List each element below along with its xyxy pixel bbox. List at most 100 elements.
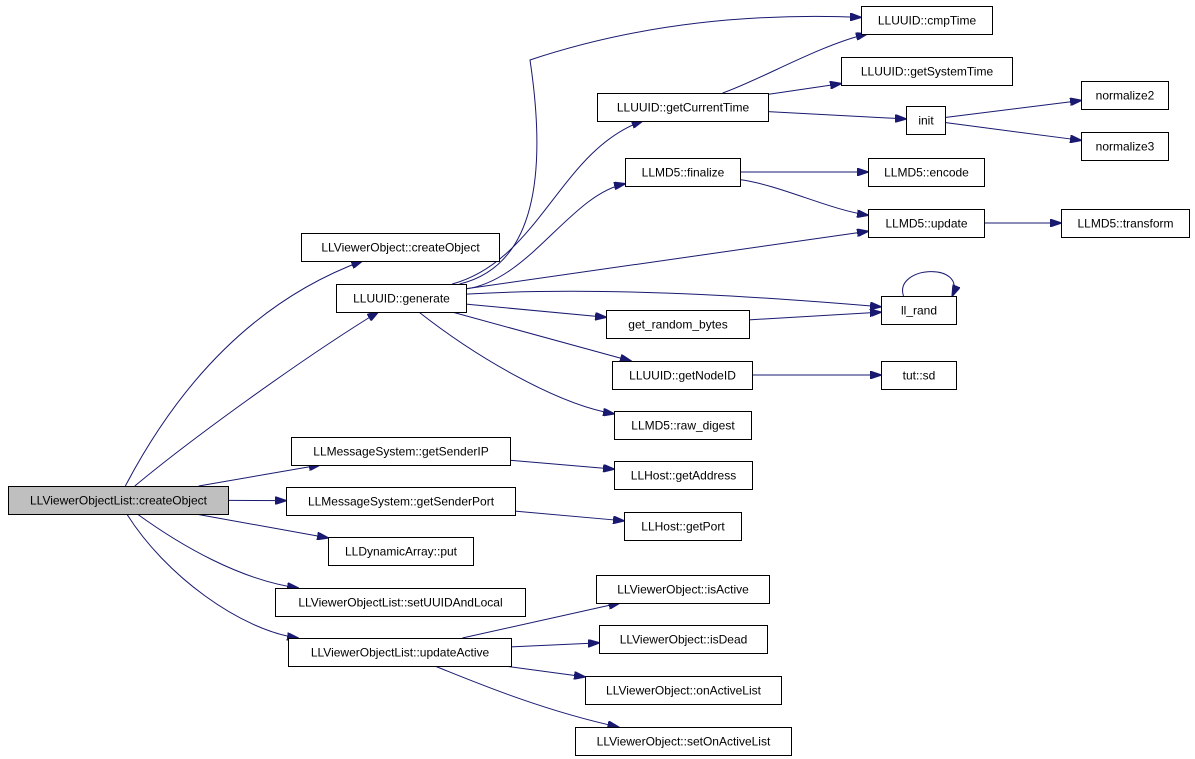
function-node-label: LLViewerObject::onActiveList [606,684,762,698]
function-node-box [625,158,741,187]
function-node-box [1061,209,1190,238]
function-node-setOnActiveList[interactable]: LLViewerObject::setOnActiveList [575,727,792,756]
function-node-box [841,57,1013,86]
function-node-box [575,727,792,756]
call-edge-uuid_generate-to-md5_update [465,231,868,290]
call-edges [124,16,1081,727]
function-node-label: LLMessageSystem::getSenderIP [313,445,488,459]
function-node-label: LLViewerObjectList::updateActive [311,646,490,660]
function-node-label: LLUUID::getCurrentTime [617,101,750,115]
function-node-label: LLViewerObject::setOnActiveList [597,735,771,749]
function-node-isActive[interactable]: LLViewerObject::isActive [596,575,770,604]
function-node-getSenderIP[interactable]: LLMessageSystem::getSenderIP [291,437,511,466]
call-edge-root-to-da_put [195,513,328,538]
function-node-label: LLMD5::finalize [642,166,725,180]
function-node-label: LLViewerObject::createObject [321,241,480,255]
function-nodes: LLViewerObjectList::createObjectLLViewer… [8,6,1190,756]
call-edge-uuid_generate-to-getCurrentTime [452,121,642,285]
function-node-box [881,361,957,390]
function-node-md5_encode[interactable]: LLMD5::encode [868,158,985,187]
function-node-box [599,625,768,654]
function-node-md5_update[interactable]: LLMD5::update [868,209,985,238]
function-node-box [288,638,512,667]
function-node-label: tut::sd [903,369,936,383]
function-node-box [336,284,467,313]
call-edge-uuid_generate-to-get_random_bytes [465,303,606,317]
function-node-da_put[interactable]: LLDynamicArray::put [328,537,474,566]
function-node-box [596,575,770,604]
function-node-updateActive[interactable]: LLViewerObjectList::updateActive [288,638,512,667]
call-edge-init-to-normalize3 [944,122,1081,141]
function-node-md5_transform[interactable]: LLMD5::transform [1061,209,1190,238]
function-node-label: LLHost::getAddress [631,469,736,483]
function-node-box [286,487,516,516]
call-edge-getSenderIP-to-getAddress [509,459,614,469]
call-edge-get_random_bytes-to-ll_rand [748,312,881,321]
function-node-box [881,296,957,325]
call-edge-root-to-uuid_generate [134,312,378,487]
function-node-root[interactable]: LLViewerObjectList::createObject [8,486,229,515]
function-node-normalize3[interactable]: normalize3 [1081,132,1169,161]
function-node-label: LLUUID::cmpTime [878,14,977,28]
call-edge-getSenderPort-to-getPort [514,510,624,521]
function-node-vo_create[interactable]: LLViewerObject::createObject [301,233,500,262]
function-node-cmpTime[interactable]: LLUUID::cmpTime [861,6,993,35]
function-node-normalize2[interactable]: normalize2 [1081,81,1169,110]
function-node-label: LLUUID::generate [353,292,450,306]
function-node-label: init [918,114,934,128]
function-node-label: LLMD5::transform [1077,217,1173,231]
function-node-label: LLViewerObject::isDead [620,633,748,647]
call-edge-uuid_generate-to-getNodeID [451,311,631,361]
function-node-setUUIDAndLocal[interactable]: LLViewerObjectList::setUUIDAndLocal [275,588,526,617]
function-node-box [606,310,750,339]
function-node-box [328,537,474,566]
function-node-label: LLDynamicArray::put [345,545,458,559]
function-node-getSenderPort[interactable]: LLMessageSystem::getSenderPort [286,487,516,516]
function-node-isDead[interactable]: LLViewerObject::isDead [599,625,768,654]
call-edge-uuid_generate-to-md5_finalize [465,184,625,290]
function-node-box [614,461,753,490]
function-node-tut_sd[interactable]: tut::sd [881,361,957,390]
function-node-label: LLMD5::encode [884,166,969,180]
call-edge-updateActive-to-isActive [462,603,619,639]
function-node-ll_rand[interactable]: ll_rand [881,296,957,325]
function-node-label: LLMD5::raw_digest [631,419,735,433]
function-node-getCurrentTime[interactable]: LLUUID::getCurrentTime [597,93,769,122]
call-edge-updateActive-to-setOnActiveList [434,665,619,727]
function-node-box [861,6,993,35]
function-node-getAddress[interactable]: LLHost::getAddress [614,461,753,490]
function-node-label: ll_rand [901,304,937,318]
call-edge-updateActive-to-isDead [510,643,599,648]
call-edge-init-to-normalize2 [944,100,1081,119]
call-edge-root-to-getSenderIP [198,465,320,487]
function-node-box [301,233,500,262]
function-node-onActiveList[interactable]: LLViewerObject::onActiveList [585,676,782,705]
function-node-md5_finalize[interactable]: LLMD5::finalize [625,158,741,187]
function-node-box [597,93,769,122]
call-edge-ll_rand-to-ll_rand [902,271,955,296]
function-node-get_random_bytes[interactable]: get_random_bytes [606,310,750,339]
function-node-box [291,437,511,466]
call-edge-md5_finalize-to-md5_update [739,179,868,215]
call-edge-root-to-setUUIDAndLocal [136,513,298,588]
function-node-raw_digest[interactable]: LLMD5::raw_digest [614,411,752,440]
function-node-uuid_generate[interactable]: LLUUID::generate [336,284,467,313]
function-node-getNodeID[interactable]: LLUUID::getNodeID [612,361,753,390]
function-node-label: LLViewerObject::isActive [617,583,749,597]
function-node-label: LLMessageSystem::getSenderPort [308,495,495,509]
call-edge-getCurrentTime-to-getSystemTime [767,84,841,95]
call-edge-root-to-vo_create [124,261,362,487]
call-edge-root-to-updateActive [126,513,298,638]
function-node-label: LLUUID::getNodeID [629,369,736,383]
function-node-box [612,361,753,390]
function-node-getPort[interactable]: LLHost::getPort [624,512,742,541]
function-node-getSystemTime[interactable]: LLUUID::getSystemTime [841,57,1013,86]
function-node-box [8,486,229,515]
function-node-box [624,512,742,541]
function-node-init[interactable]: init [906,106,946,135]
function-node-label: normalize3 [1096,140,1155,154]
function-node-label: LLMD5::update [885,217,967,231]
call-edge-uuid_generate-to-ll_rand [465,290,881,307]
